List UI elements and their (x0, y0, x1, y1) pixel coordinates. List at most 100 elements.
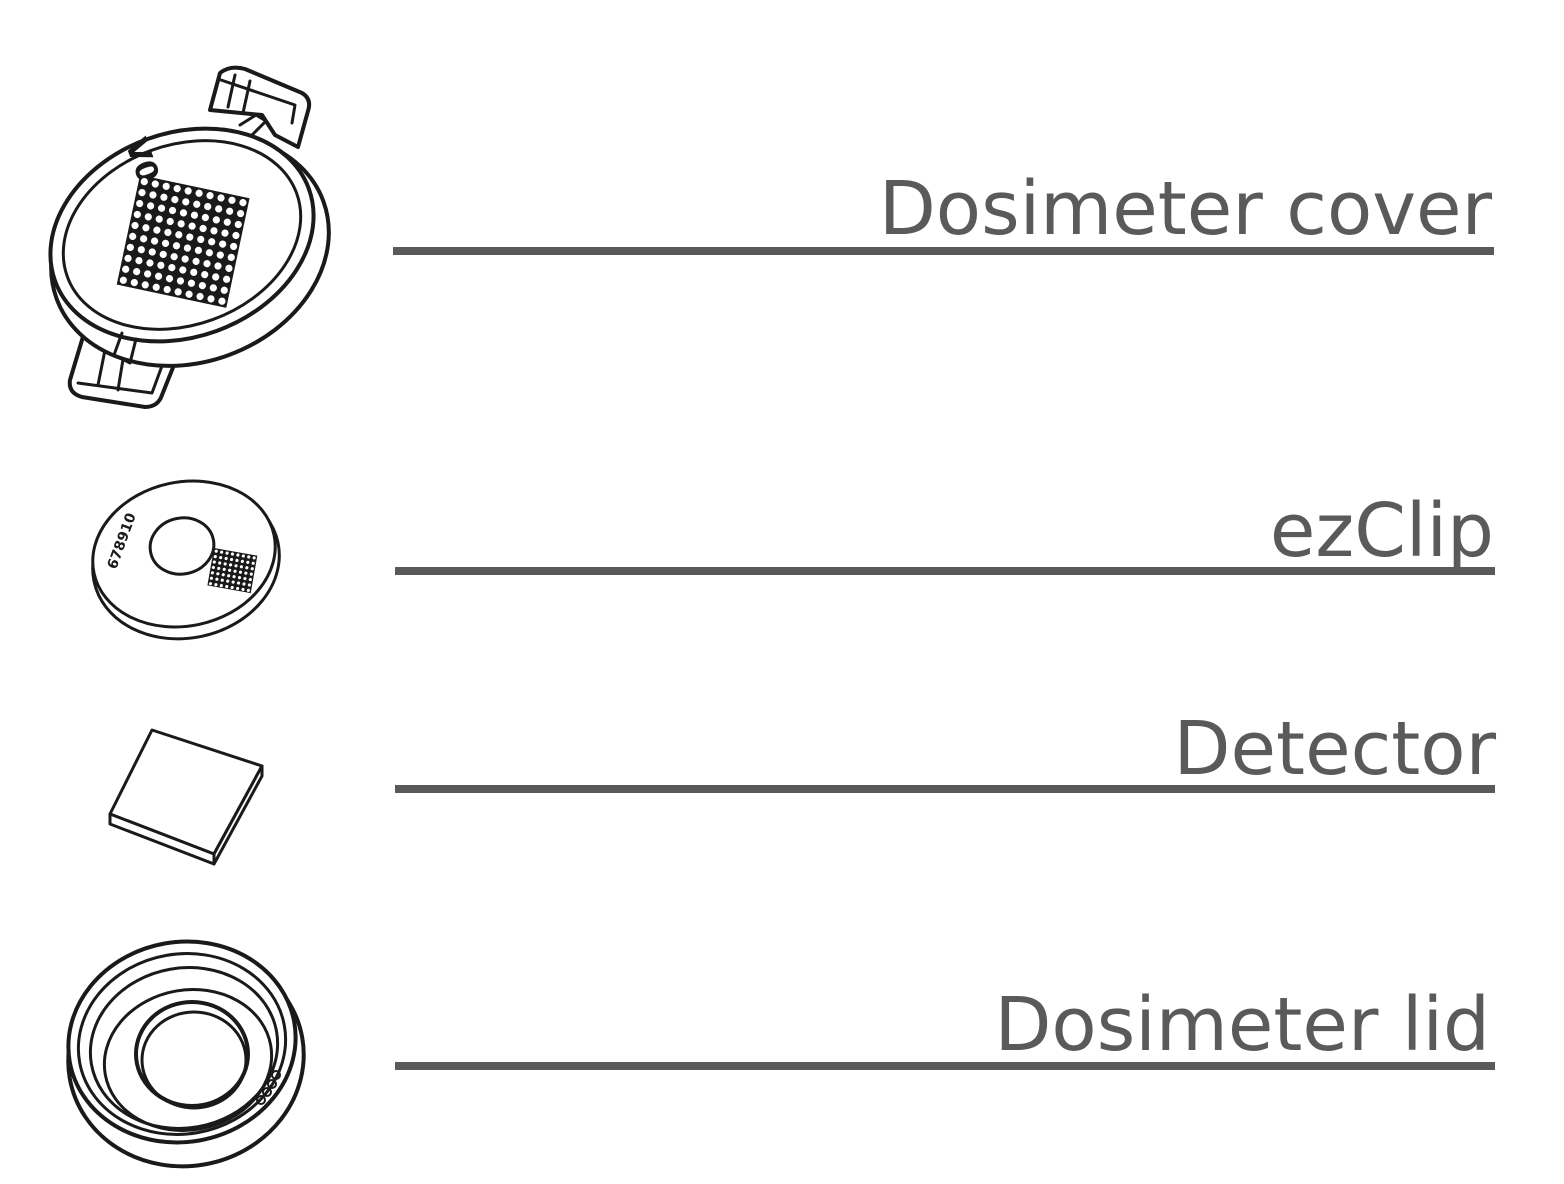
matrix-dot (129, 232, 137, 241)
matrix-dot (220, 578, 224, 582)
matrix-dot (149, 191, 157, 199)
matrix-dot (138, 188, 146, 197)
matrix-dot (217, 566, 221, 570)
matrix-dot (152, 283, 160, 291)
matrix-dot (164, 228, 172, 237)
dosimeter-cover-label: Dosimeter cover (878, 166, 1492, 252)
matrix-dot (247, 555, 251, 559)
matrix-dot (223, 562, 227, 566)
matrix-dot (186, 233, 194, 241)
matrix-dot (236, 581, 241, 585)
matrix-dot (133, 268, 141, 276)
matrix-dot (155, 215, 163, 223)
matrix-dot (219, 555, 223, 560)
matrix-dot (190, 211, 199, 219)
matrix-dot (224, 556, 228, 561)
matrix-dot (218, 297, 226, 305)
matrix-dot (151, 180, 159, 188)
matrix-dot (195, 189, 203, 197)
matrix-dot (248, 577, 252, 582)
matrix-dot (196, 292, 204, 301)
matrix-dot (214, 549, 218, 553)
cover-top-tab (208, 65, 312, 149)
matrix-dot (232, 575, 236, 579)
matrix-dot (204, 202, 212, 211)
matrix-dot (130, 278, 138, 287)
matrix-dot (179, 266, 187, 274)
matrix-dot (223, 275, 231, 283)
matrix-dot (223, 218, 231, 226)
matrix-dot (218, 561, 222, 565)
matrix-dot (161, 239, 170, 248)
matrix-dot (236, 209, 245, 218)
matrix-dot (190, 268, 198, 276)
matrix-dot (233, 569, 237, 573)
matrix-dot (239, 565, 244, 569)
matrix-dot (210, 571, 215, 575)
detector-label: Detector (1173, 706, 1496, 792)
matrix-dot (205, 249, 213, 257)
matrix-dot (219, 240, 227, 248)
matrix-dot (122, 265, 130, 273)
matrix-dot (198, 281, 206, 290)
matrix-dot (175, 231, 183, 239)
matrix-dot (239, 198, 247, 207)
matrix-dot (213, 555, 217, 559)
matrix-dot (181, 255, 189, 263)
matrix-dot (235, 586, 240, 591)
lid-rivets (256, 1070, 281, 1105)
dosimeter-cover-leader-line (393, 247, 1494, 255)
matrix-dot (144, 213, 152, 221)
matrix-dot (228, 196, 236, 204)
matrix-dot (225, 551, 229, 555)
matrix-dot (214, 583, 218, 587)
matrix-dot (154, 272, 163, 280)
matrix-dot (142, 224, 150, 232)
matrix-dot (197, 235, 205, 244)
matrix-dot (217, 194, 225, 202)
matrix-dot (221, 229, 229, 237)
matrix-dot (201, 271, 209, 279)
matrix-dot (216, 572, 220, 576)
matrix-dot (162, 182, 170, 190)
matrix-dot (209, 284, 217, 292)
matrix-dot (160, 193, 168, 201)
matrix-dot (174, 288, 182, 296)
matrix-dot (252, 556, 256, 560)
matrix-dot (171, 195, 179, 204)
matrix-dot (157, 204, 166, 212)
matrix-dot (230, 585, 234, 590)
matrix-dot (184, 187, 192, 195)
matrix-dot (199, 224, 207, 233)
matrix-dot (215, 205, 223, 213)
matrix-dot (146, 259, 154, 267)
matrix-dot (212, 216, 220, 224)
matrix-dot (226, 579, 230, 583)
matrix-dot (187, 279, 196, 287)
matrix-dot (227, 253, 235, 261)
matrix-dot (165, 274, 174, 283)
matrix-dot (211, 565, 215, 570)
matrix-dot (157, 261, 165, 269)
matrix-dot (143, 270, 152, 278)
matrix-dot (173, 185, 181, 193)
matrix-dot (163, 285, 171, 294)
matrix-dot (228, 568, 232, 572)
matrix-dot (242, 582, 246, 586)
matrix-dot (124, 254, 132, 262)
matrix-dot (147, 202, 155, 210)
matrix-dot (236, 553, 240, 557)
dosimeter-lid-label: Dosimeter lid (994, 982, 1490, 1068)
matrix-dot (212, 560, 216, 564)
matrix-dot (246, 588, 251, 592)
matrix-dot (131, 221, 139, 230)
matrix-dot (232, 231, 240, 240)
matrix-dot (227, 574, 231, 578)
matrix-dot (240, 559, 244, 563)
matrix-dot (135, 257, 143, 265)
matrix-dot (222, 567, 226, 571)
matrix-dot (229, 242, 238, 251)
dosimeter-lid-leader-line (395, 1062, 1495, 1070)
matrix-dot (137, 246, 145, 254)
matrix-dot (221, 573, 225, 577)
